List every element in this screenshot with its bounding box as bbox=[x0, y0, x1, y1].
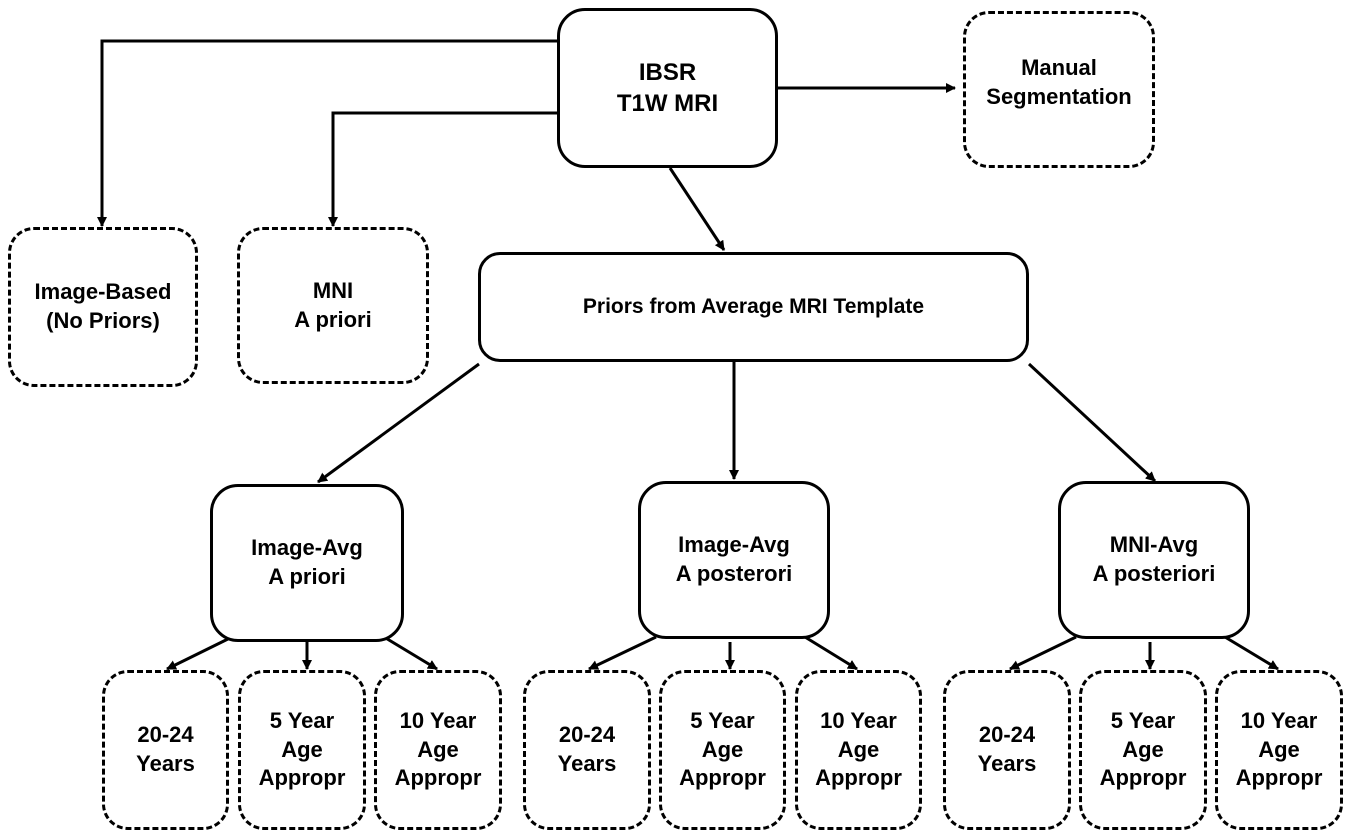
g3-five-year-node: 5 Year Age Appropr bbox=[1079, 670, 1207, 830]
priors-label: Priors from Average MRI Template bbox=[582, 295, 925, 319]
arrow-g2-to-years bbox=[588, 635, 657, 671]
g1-years-node: 20-24 Years bbox=[102, 670, 229, 830]
g2-ten-year-node: 10 Year Age Appropr bbox=[795, 670, 922, 830]
ibsr-node: IBSR T1W MRI bbox=[557, 8, 778, 168]
g2-five-year-node: 5 Year Age Appropr bbox=[659, 670, 786, 830]
years-label: 20-24 Years bbox=[977, 722, 1037, 776]
ten-year-label: 10 Year Age Appropr bbox=[394, 708, 482, 791]
manual-segmentation-node: Manual Segmentation bbox=[963, 11, 1155, 168]
image-avg-apriori-node: Image-Avg A priori bbox=[210, 484, 404, 642]
arrow-ibsr-to-mni-apriori bbox=[328, 111, 557, 227]
arrow-ibsr-to-image-based bbox=[97, 39, 557, 227]
five-year-label: 5 Year Age Appropr bbox=[258, 708, 346, 791]
g3-ten-year-node: 10 Year Age Appropr bbox=[1215, 670, 1343, 830]
image-avg-aposterori-label: Image-Avg A posterori bbox=[675, 532, 793, 586]
g1-five-year-node: 5 Year Age Appropr bbox=[238, 670, 366, 830]
mni-avg-aposteriori-node: MNI-Avg A posteriori bbox=[1058, 481, 1250, 639]
arrow-g1-to-ten bbox=[383, 635, 438, 671]
image-based-node: Image-Based (No Priors) bbox=[8, 227, 198, 387]
ibsr-label: IBSR T1W MRI bbox=[616, 58, 719, 117]
image-avg-aposterori-node: Image-Avg A posterori bbox=[638, 481, 830, 639]
years-label: 20-24 Years bbox=[136, 722, 195, 776]
arrow-g3-to-years bbox=[1009, 635, 1077, 671]
image-avg-apriori-label: Image-Avg A priori bbox=[251, 535, 363, 589]
ten-year-label: 10 Year Age Appropr bbox=[1235, 708, 1323, 791]
manual-segmentation-label: Manual Segmentation bbox=[986, 55, 1132, 109]
mni-apriori-label: MNI A priori bbox=[294, 277, 372, 332]
g1-ten-year-node: 10 Year Age Appropr bbox=[374, 670, 502, 830]
years-label: 20-24 Years bbox=[557, 722, 617, 776]
arrow-g3-to-ten bbox=[1224, 635, 1279, 671]
arrow-ibsr-to-priors bbox=[668, 167, 726, 251]
five-year-label: 5 Year Age Appropr bbox=[1099, 708, 1187, 791]
priors-node: Priors from Average MRI Template bbox=[478, 252, 1029, 362]
mni-avg-aposteriori-label: MNI-Avg A posteriori bbox=[1092, 532, 1216, 586]
arrow-g1-to-years bbox=[166, 635, 233, 671]
arrow-g2-to-ten bbox=[804, 635, 858, 671]
arrow-priors-to-image-avg-apriori bbox=[317, 362, 480, 484]
g2-years-node: 20-24 Years bbox=[523, 670, 651, 830]
ten-year-label: 10 Year Age Appropr bbox=[815, 708, 902, 791]
five-year-label: 5 Year Age Appropr bbox=[679, 708, 766, 791]
image-based-label: Image-Based (No Priors) bbox=[34, 279, 172, 333]
g3-years-node: 20-24 Years bbox=[943, 670, 1071, 830]
mni-apriori-node: MNI A priori bbox=[237, 227, 429, 384]
arrow-priors-to-mni-avg-aposteriori bbox=[1027, 362, 1157, 483]
